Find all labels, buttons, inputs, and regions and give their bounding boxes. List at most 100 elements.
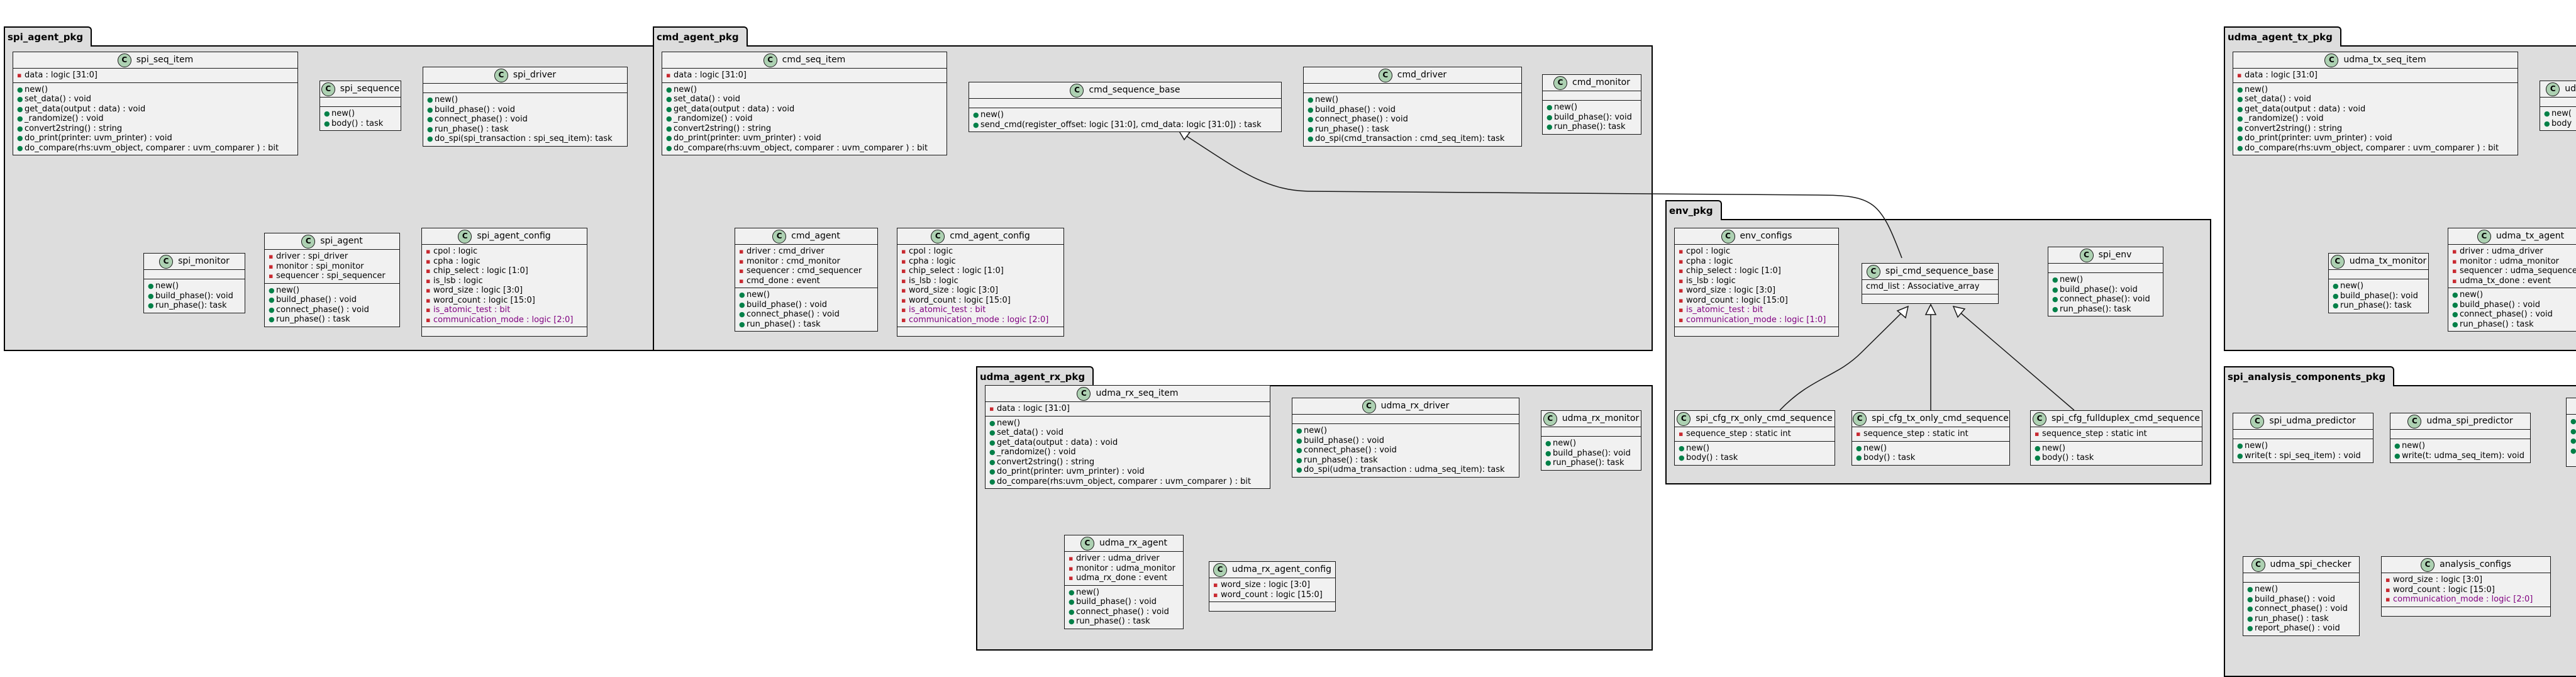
- method-row: ●convert2string() : string: [2237, 123, 2343, 133]
- attributes-section: [969, 99, 1281, 108]
- public-marker-icon: ●: [2035, 454, 2041, 462]
- attributes-section: [1541, 427, 1641, 437]
- attribute-row: ▪word_size : logic [3:0]: [1679, 286, 1776, 295]
- public-marker-icon: ●: [1307, 135, 1314, 143]
- method-row: ●do_print(printer: uvm_printer) : void: [989, 467, 1145, 476]
- public-marker-icon: ●: [2237, 85, 2243, 94]
- methods-section: ●new() ●build_phase() : void ●connect_ph…: [2448, 288, 2576, 331]
- method-row: ●do_print(printer: uvm_printer) : void: [666, 133, 821, 143]
- private-marker-icon: ▪: [2385, 585, 2390, 594]
- class-c-icon: C: [494, 68, 508, 82]
- attribute-row: ▪sequence_step : static int: [2035, 429, 2147, 439]
- public-marker-icon: ●: [1856, 454, 1862, 462]
- public-marker-icon: ●: [739, 291, 745, 299]
- public-marker-icon: ●: [2247, 595, 2253, 603]
- method-row: ●convert2string() : string: [666, 123, 772, 133]
- method-row: ●: [2570, 417, 2576, 427]
- methods-section: ●new() ●build_phase() : void ●connect_ph…: [423, 93, 627, 146]
- private-marker-icon: ▪: [1679, 296, 1684, 305]
- private-marker-icon: ▪: [1679, 276, 1684, 285]
- private-marker-icon: ▪: [901, 286, 906, 294]
- attribute-row: ▪word_count : logic [15:0]: [901, 295, 1011, 305]
- attributes-section: [2048, 264, 2163, 273]
- public-marker-icon: ●: [2333, 282, 2339, 290]
- attribute-row: ▪is_atomic_test : bit: [1679, 305, 1763, 315]
- attribute-row: ▪sequencer : udma_sequencer: [2452, 266, 2576, 276]
- method-row: ●new(): [1307, 95, 1339, 104]
- public-marker-icon: ●: [1679, 454, 1685, 462]
- class-name: udma_rx_seq_item: [1096, 388, 1179, 398]
- private-marker-icon: ▪: [989, 405, 994, 413]
- attributes-section: ▪driver : spi_driver ▪monitor : spi_moni…: [265, 250, 399, 284]
- method-row: ●get_data(output : data) : void: [989, 437, 1118, 447]
- class-name: spi_cmd_sequence_base: [1885, 266, 1994, 276]
- public-marker-icon: ●: [2570, 437, 2576, 445]
- method-row: ●set_data() : void: [989, 428, 1063, 437]
- attribute-row: ▪driver : spi_driver: [269, 252, 348, 261]
- private-marker-icon: ▪: [1679, 315, 1684, 324]
- public-marker-icon: ●: [269, 286, 275, 294]
- public-marker-icon: ●: [148, 291, 154, 300]
- class-c-icon: C: [1213, 562, 1228, 577]
- class-name: spi_sequence: [340, 83, 400, 94]
- private-marker-icon: ▪: [901, 257, 906, 266]
- methods-section: [897, 327, 1063, 336]
- method-row: ●run_phase(): task: [148, 301, 227, 310]
- attribute-row: ▪communication_mode : logic [2:0]: [426, 315, 574, 325]
- class-name: env_configs: [1740, 230, 1792, 241]
- private-marker-icon: ▪: [1679, 430, 1684, 438]
- class-name: udma_tx_seq_item: [2343, 54, 2426, 65]
- attributes-section: ▪data : logic [31:0]: [2233, 69, 2518, 83]
- public-marker-icon: ●: [989, 477, 996, 486]
- attribute-row: ▪chip_select : logic [1:0]: [426, 266, 528, 276]
- public-marker-icon: ●: [1069, 598, 1075, 606]
- private-marker-icon: ▪: [739, 257, 744, 266]
- public-marker-icon: ●: [2570, 427, 2576, 435]
- private-marker-icon: ▪: [1679, 257, 1684, 266]
- public-marker-icon: ●: [2544, 119, 2550, 128]
- methods-section: [1862, 294, 1998, 303]
- class-analysis-partial[interactable]: C ● ● ● ●: [2566, 398, 2576, 467]
- public-marker-icon: ●: [666, 115, 672, 123]
- method-row: ●do_compare(rhs:uvm_object, comparer : u…: [666, 143, 928, 153]
- class-name: spi_driver: [513, 69, 557, 80]
- method-row: ●run_phase() : task: [1307, 124, 1389, 134]
- methods-section: [1675, 327, 1838, 336]
- private-marker-icon: ▪: [2385, 595, 2390, 603]
- public-marker-icon: ●: [1296, 456, 1302, 464]
- public-marker-icon: ●: [1069, 607, 1075, 616]
- methods-section: ●new() ●write(t : spi_seq_item) : void: [2233, 439, 2373, 462]
- class-name: udma_tx_agent: [2496, 230, 2565, 241]
